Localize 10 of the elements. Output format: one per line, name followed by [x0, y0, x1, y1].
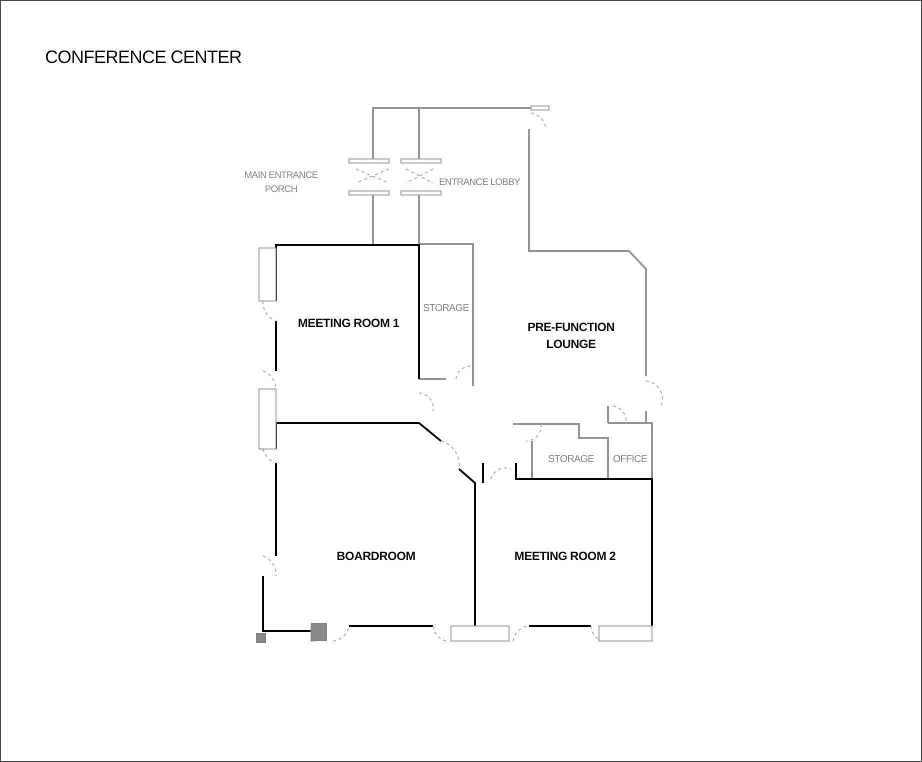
- plan-title: CONFERENCE CENTER: [45, 47, 242, 68]
- room-name: MEETING ROOM 1: [298, 315, 400, 332]
- room-name: PRE-FUNCTION LOUNGE: [526, 319, 616, 353]
- room-name: STORAGE: [548, 452, 594, 466]
- room-name: MEETING ROOM 2: [514, 548, 616, 564]
- room-name: BOARDROOM: [336, 548, 416, 564]
- area-label: MAIN ENTRANCE PORCH: [243, 169, 319, 197]
- area-label: ENTRANCE LOBBY: [439, 176, 521, 190]
- room-name: STORAGE: [423, 302, 469, 316]
- room-name: OFFICE: [612, 452, 648, 466]
